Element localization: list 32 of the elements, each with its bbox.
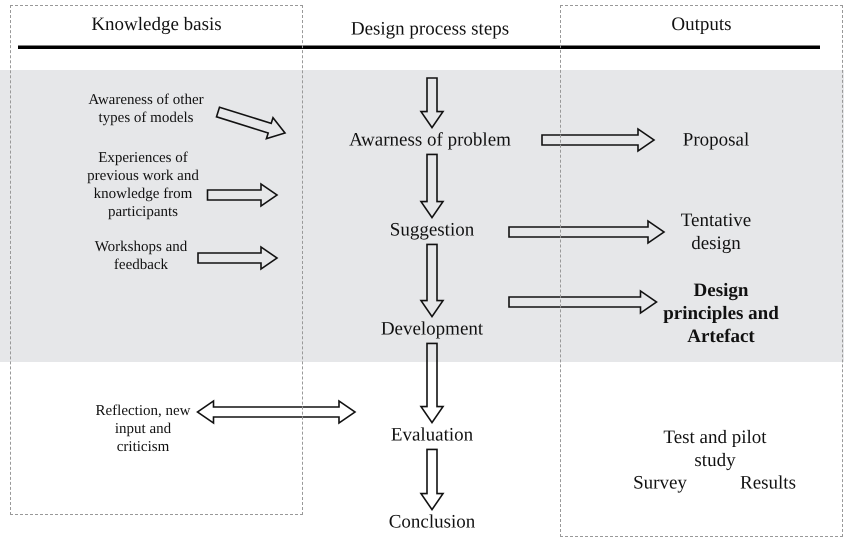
- block-arrow: [196, 399, 356, 425]
- output-text: Proposal: [656, 130, 776, 152]
- output-text: Design principles and Artefact: [658, 280, 784, 348]
- output-text: Results: [739, 472, 797, 496]
- block-arrow: [206, 182, 278, 208]
- block-arrow: [508, 219, 666, 245]
- block-arrow: [419, 448, 445, 512]
- block-arrow: [419, 154, 445, 220]
- column-heading: Outputs: [670, 14, 733, 36]
- dashed-panel: [560, 5, 843, 537]
- output-text: Survey: [632, 472, 688, 496]
- block-arrow: [419, 77, 445, 130]
- input-text: Workshops and feedback: [86, 238, 196, 274]
- dashed-panel: [10, 5, 303, 515]
- output-text: Test and pilot study: [662, 427, 768, 473]
- process-step-text: Evaluation: [357, 424, 507, 448]
- process-step-text: Conclusion: [357, 512, 507, 534]
- output-text: Tentative design: [666, 210, 766, 256]
- input-text: Awareness of other types of models: [76, 91, 216, 127]
- process-step-text: Suggestion: [357, 220, 507, 242]
- column-heading: Design process steps: [350, 18, 510, 42]
- block-arrow: [419, 244, 445, 318]
- column-heading: Knowledge basis: [90, 14, 223, 36]
- process-step-text: Awarness of problem: [320, 130, 540, 152]
- input-text: Reflection, new input and criticism: [90, 402, 196, 456]
- block-arrow: [197, 245, 278, 271]
- process-step-text: Development: [357, 318, 507, 342]
- block-arrow: [508, 289, 658, 315]
- input-text: Experiences of previous work and knowledge from participants: [80, 149, 206, 221]
- block-arrow: [541, 127, 656, 153]
- block-arrow: [216, 106, 286, 140]
- block-arrow: [419, 342, 445, 424]
